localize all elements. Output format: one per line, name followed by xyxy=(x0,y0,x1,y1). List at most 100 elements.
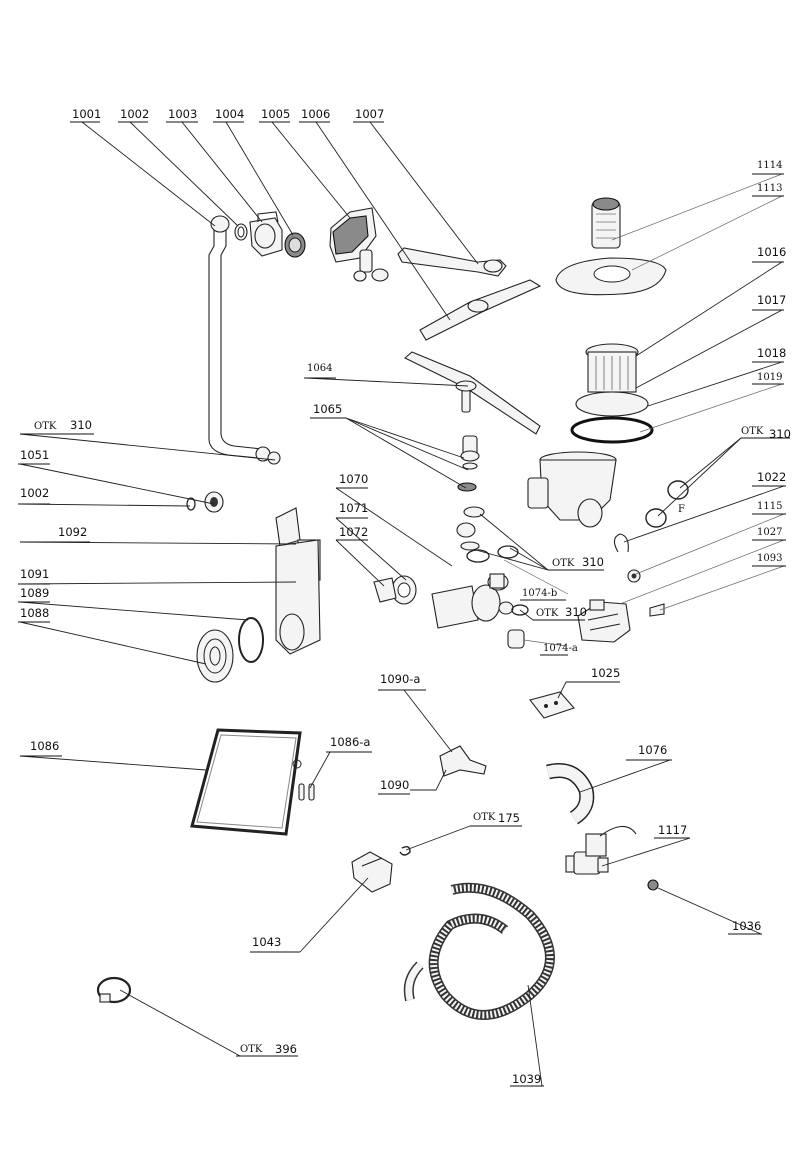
part-1003-connector xyxy=(249,211,283,257)
svg-text:310: 310 xyxy=(70,418,92,432)
svg-text:1091: 1091 xyxy=(20,567,49,581)
svg-text:1017: 1017 xyxy=(757,293,786,307)
part-1089-ring xyxy=(238,617,264,663)
part-1064-lower-spray-arm xyxy=(404,351,541,435)
part-1076-hose xyxy=(546,763,595,825)
svg-text:1090: 1090 xyxy=(380,778,409,792)
svg-text:1114: 1114 xyxy=(757,160,782,171)
svg-text:1064: 1064 xyxy=(307,363,332,374)
part-labels: 1001 1002 1003 1004 1005 1006 1007 1114 … xyxy=(18,107,791,1087)
label-1072: 1072 xyxy=(336,525,368,541)
svg-text:1004: 1004 xyxy=(215,107,244,121)
svg-text:1027: 1027 xyxy=(757,527,782,538)
svg-text:1065: 1065 xyxy=(313,402,342,416)
part-1039-drain-hose xyxy=(403,882,555,1020)
part-1036-screw xyxy=(647,879,659,891)
part-1043-bracket xyxy=(351,851,393,893)
part-sump-housing xyxy=(527,451,617,528)
label-otk-396: OTK 396 xyxy=(236,1042,298,1057)
label-1076: 1076 xyxy=(626,743,672,761)
label-1007: 1007 xyxy=(353,107,384,123)
label-1074-a: 1074-a xyxy=(540,643,578,656)
svg-text:310: 310 xyxy=(769,427,791,441)
label-otk-310-left: OTK 310 xyxy=(20,418,94,435)
svg-text:1039: 1039 xyxy=(512,1072,541,1086)
label-1001: 1001 xyxy=(70,107,101,123)
part-1091-1092-dispenser xyxy=(275,507,321,655)
part-1071-seal xyxy=(391,575,417,605)
svg-text:1070: 1070 xyxy=(339,472,368,486)
svg-text:1115: 1115 xyxy=(757,501,782,512)
leader-lines xyxy=(19,121,785,1087)
label-1002-top: 1002 xyxy=(118,107,149,123)
svg-text:1086: 1086 xyxy=(30,739,59,753)
part-clamps-right xyxy=(645,480,689,528)
part-1117-valve xyxy=(565,825,637,875)
part-1027-block xyxy=(577,599,631,643)
label-1092: 1092 xyxy=(20,525,90,543)
label-otk-310-center: OTK 310 xyxy=(548,555,604,571)
svg-text:1036: 1036 xyxy=(732,919,761,933)
label-1117: 1117 xyxy=(654,823,690,839)
label-1019: 1019 xyxy=(752,372,784,385)
part-1090-sensor xyxy=(439,745,487,777)
svg-text:1090-a: 1090-a xyxy=(380,672,420,686)
part-1002-small-ring xyxy=(186,497,196,511)
part-1019-ring xyxy=(570,416,654,444)
svg-text:1001: 1001 xyxy=(72,107,101,121)
label-1051: 1051 xyxy=(18,448,50,465)
label-1091: 1091 xyxy=(18,567,50,585)
svg-text:1089: 1089 xyxy=(20,586,49,600)
svg-text:1022: 1022 xyxy=(757,470,786,484)
label-1004: 1004 xyxy=(213,107,244,123)
part-1004-seal xyxy=(284,232,306,258)
svg-text:1072: 1072 xyxy=(339,525,368,539)
label-1006: 1006 xyxy=(299,107,330,123)
label-1070: 1070 xyxy=(336,472,368,489)
label-1064: 1064 xyxy=(304,363,336,379)
svg-text:1074-b: 1074-b xyxy=(522,588,557,599)
svg-text:OTK: OTK xyxy=(552,558,575,569)
part-1093-clip xyxy=(649,603,665,617)
svg-text:1051: 1051 xyxy=(20,448,49,462)
label-1005: 1005 xyxy=(259,107,290,123)
svg-text:1093: 1093 xyxy=(757,553,782,564)
part-1088-cover xyxy=(196,629,234,683)
part-1114-filter xyxy=(591,197,621,249)
svg-text:1018: 1018 xyxy=(757,346,786,360)
svg-text:1117: 1117 xyxy=(658,823,687,837)
svg-text:F: F xyxy=(678,504,685,515)
svg-text:1003: 1003 xyxy=(168,107,197,121)
label-1093: 1093 xyxy=(752,553,786,567)
label-1039: 1039 xyxy=(510,1072,544,1087)
label-1113: 1113 xyxy=(752,183,784,197)
label-otk-310-right: OTK 310 F xyxy=(678,426,791,515)
part-1113-plate xyxy=(555,257,667,296)
label-1086: 1086 xyxy=(20,739,62,757)
part-1115-cap xyxy=(627,569,641,583)
label-1022: 1022 xyxy=(752,470,786,487)
label-1043: 1043 xyxy=(250,935,300,953)
part-1022-hook xyxy=(613,533,629,553)
part-1002-ring xyxy=(234,223,248,241)
label-1017: 1017 xyxy=(752,293,786,311)
svg-text:1088: 1088 xyxy=(20,606,49,620)
label-otk-310-pump: OTK 310 xyxy=(533,605,587,621)
label-1071: 1071 xyxy=(336,501,368,519)
part-1086a-pins xyxy=(298,783,315,801)
label-1027: 1027 xyxy=(752,527,786,541)
svg-text:1019: 1019 xyxy=(757,372,782,383)
svg-text:OTK: OTK xyxy=(240,1044,263,1055)
label-1089: 1089 xyxy=(18,586,50,603)
label-1115: 1115 xyxy=(752,501,786,515)
label-1016: 1016 xyxy=(752,245,786,263)
svg-text:1113: 1113 xyxy=(757,183,782,194)
label-1018: 1018 xyxy=(752,346,786,363)
part-1007-upper-spray-arm xyxy=(397,247,507,277)
label-1114: 1114 xyxy=(752,160,784,175)
svg-text:1074-a: 1074-a xyxy=(543,643,578,654)
svg-text:310: 310 xyxy=(582,555,604,569)
label-1088: 1088 xyxy=(18,606,50,623)
part-1051-nut xyxy=(204,491,224,513)
